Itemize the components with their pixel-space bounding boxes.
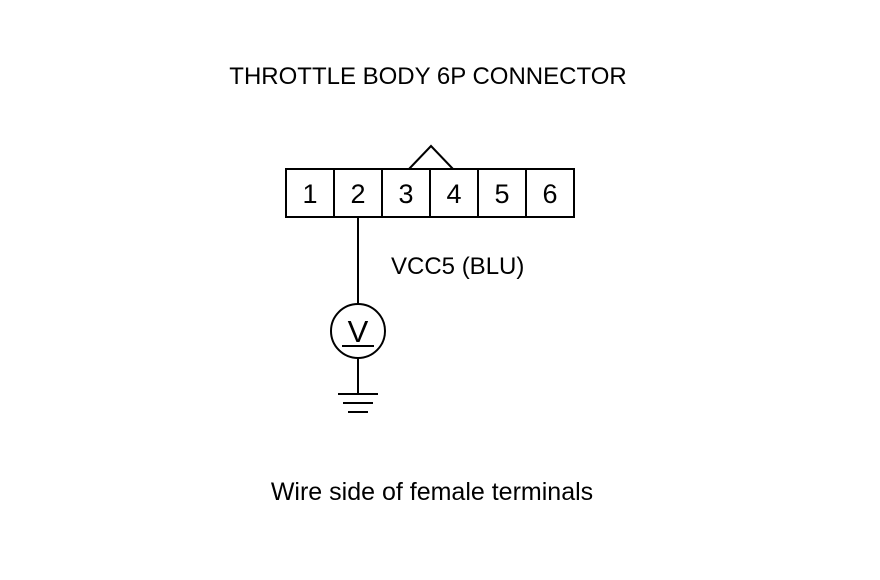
connector-title: THROTTLE BODY 6P CONNECTOR bbox=[229, 63, 626, 90]
connector-body: 1 2 3 4 5 6 bbox=[285, 168, 575, 218]
connector-latch-icon bbox=[408, 144, 454, 170]
ground-icon bbox=[338, 393, 378, 413]
voltmeter-icon: V bbox=[330, 303, 386, 359]
wire-label: VCC5 (BLU) bbox=[391, 253, 524, 280]
pin-label-5: 5 bbox=[494, 179, 509, 209]
voltmeter-symbol: V bbox=[348, 314, 369, 349]
pin-label-3: 3 bbox=[398, 179, 413, 209]
pin-label-4: 4 bbox=[446, 179, 461, 209]
diagram-caption: Wire side of female terminals bbox=[271, 478, 593, 506]
pin-label-6: 6 bbox=[542, 179, 557, 209]
pin-label-1: 1 bbox=[302, 179, 317, 209]
pin-label-2: 2 bbox=[350, 179, 365, 209]
